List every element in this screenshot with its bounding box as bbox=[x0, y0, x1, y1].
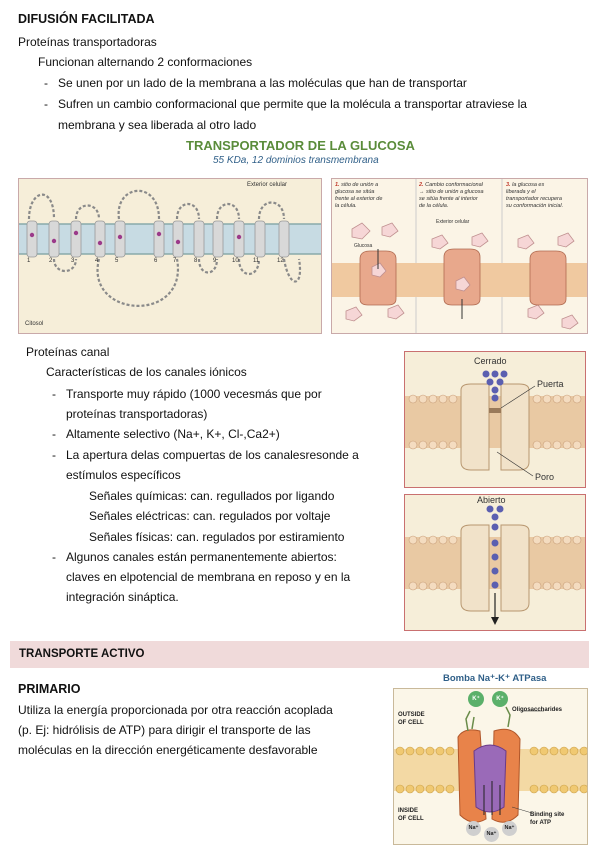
subtitle-canal: Proteínas canal bbox=[26, 345, 110, 359]
pump-diagram bbox=[394, 706, 587, 823]
canal-line: La apertura delas compuertas de los cana… bbox=[66, 448, 359, 462]
label-poro: Poro bbox=[535, 472, 555, 482]
canal-subline: Señales eléctricas: can. regulados por v… bbox=[89, 509, 331, 523]
bullet-dash: - bbox=[52, 387, 56, 401]
segment-label: 4 bbox=[95, 258, 99, 264]
k-ion-icon: K⁺ bbox=[468, 691, 484, 707]
na-ion-icon: Na⁺ bbox=[484, 827, 499, 842]
segment-label: 3 bbox=[71, 258, 75, 264]
label-citosol: Citosol bbox=[25, 321, 44, 327]
glucose-figure-title: TRANSPORTADOR DE LA GLUCOSA bbox=[186, 138, 415, 153]
subtitle-transportadoras: Proteínas transportadoras bbox=[18, 35, 157, 49]
canal-line: Transporte muy rápido (1000 vecesmás que… bbox=[66, 387, 322, 401]
label-oligosaccharides: Oligosaccharides bbox=[512, 707, 563, 713]
bullet-dash: - bbox=[52, 427, 56, 441]
bullet-dash: - bbox=[52, 550, 56, 564]
channel-open-figure: Abierto bbox=[404, 494, 586, 631]
canal-line: proteínas transportadoras) bbox=[66, 407, 208, 421]
topology-diagram bbox=[19, 189, 321, 307]
bullet-dash: - bbox=[44, 97, 48, 111]
label-puerta: Puerta bbox=[537, 379, 564, 389]
canal-line: estímulos específicos bbox=[66, 468, 181, 482]
step-3-caption: 3. la glucosa es liberada y el transport… bbox=[506, 182, 564, 209]
label-cerrado: Cerrado bbox=[474, 356, 507, 366]
mechanism-diagram bbox=[332, 179, 587, 333]
bullet-dash: - bbox=[44, 76, 48, 90]
intro-conformaciones: Funcionan alternando 2 conformaciones bbox=[38, 55, 253, 69]
primario-line: Utiliza la energía proporcionada por otr… bbox=[18, 703, 333, 717]
bullet-text: Se unen por un lado de la membrana a las… bbox=[58, 76, 467, 90]
label-abierto: Abierto bbox=[477, 495, 506, 505]
segment-label: 12 bbox=[277, 258, 284, 264]
na-ion-icon: Na⁺ bbox=[466, 821, 481, 836]
k-ion-icon: K⁺ bbox=[492, 691, 508, 707]
segment-label: 1 bbox=[27, 258, 31, 264]
bullet-text: Sufren un cambio conformacional que perm… bbox=[58, 97, 527, 111]
channel-open-diagram bbox=[405, 505, 585, 625]
segment-label: 5 bbox=[115, 258, 119, 264]
canal-line: claves en elpotencial de membrana en rep… bbox=[66, 570, 351, 584]
banner-text: TRANSPORTE ACTIVO bbox=[19, 648, 145, 660]
step-1-caption: 1. sitio de unión a glucosa se sitúa fre… bbox=[335, 182, 383, 209]
canal-line: Altamente selectivo (Na+, K+, Cl-,Ca2+) bbox=[66, 427, 280, 441]
channel-closed-diagram bbox=[405, 370, 585, 477]
segment-label: 8 bbox=[194, 258, 198, 264]
primario-line: (p. Ej: hidrólisis de ATP) para dirigir … bbox=[18, 723, 311, 737]
canal-subline: Señales físicas: can. regulados por esti… bbox=[89, 530, 345, 544]
na-ion-icon: Na⁺ bbox=[502, 821, 517, 836]
segment-label: 6 bbox=[154, 258, 158, 264]
glucose-mechanism-figure: 1. sitio de unión a glucosa se sitúa fre… bbox=[331, 178, 588, 334]
glucose-transporter-topology-figure: Exterior celular Citosol bbox=[18, 178, 322, 334]
canal-subline: Señales químicas: can. regullados por li… bbox=[89, 489, 335, 503]
segment-label: 11 bbox=[253, 258, 260, 264]
section-title-difusion: DIFUSIÓN FACILITADA bbox=[18, 12, 155, 26]
segment-label: 2 bbox=[49, 258, 53, 264]
canal-line: integración sináptica. bbox=[66, 590, 179, 604]
segment-label: 9 bbox=[213, 258, 217, 264]
pump-figure-title: Bomba Na⁺-K⁺ ATPasa bbox=[443, 673, 547, 684]
step-2-caption: 2. Cambio conformacional → sitio de unió… bbox=[419, 182, 484, 209]
canal-line: Algunos canales están permanentemente ab… bbox=[66, 550, 337, 564]
section-title-primario: PRIMARIO bbox=[18, 682, 81, 696]
banner-transporte-activo: TRANSPORTE ACTIVO bbox=[10, 641, 589, 668]
channel-closed-figure: Cerrado Puerta Poro bbox=[404, 351, 586, 488]
label-exterior-celular: Exterior celular bbox=[436, 219, 470, 225]
primario-line: moléculas en la dirección energéticament… bbox=[18, 743, 318, 757]
glucose-figure-subtitle: 55 KDa, 12 dominios transmembrana bbox=[213, 155, 379, 166]
label-exterior: Exterior celular bbox=[246, 182, 287, 188]
label-glucosa: Glucosa bbox=[354, 243, 373, 249]
segment-label: 10 bbox=[232, 258, 239, 264]
intro-canales: Características de los canales iónicos bbox=[46, 365, 247, 379]
bullet-dash: - bbox=[52, 448, 56, 462]
segment-label: 7 bbox=[173, 258, 177, 264]
bullet-text-cont: membrana y sea liberada al otro lado bbox=[58, 118, 257, 132]
